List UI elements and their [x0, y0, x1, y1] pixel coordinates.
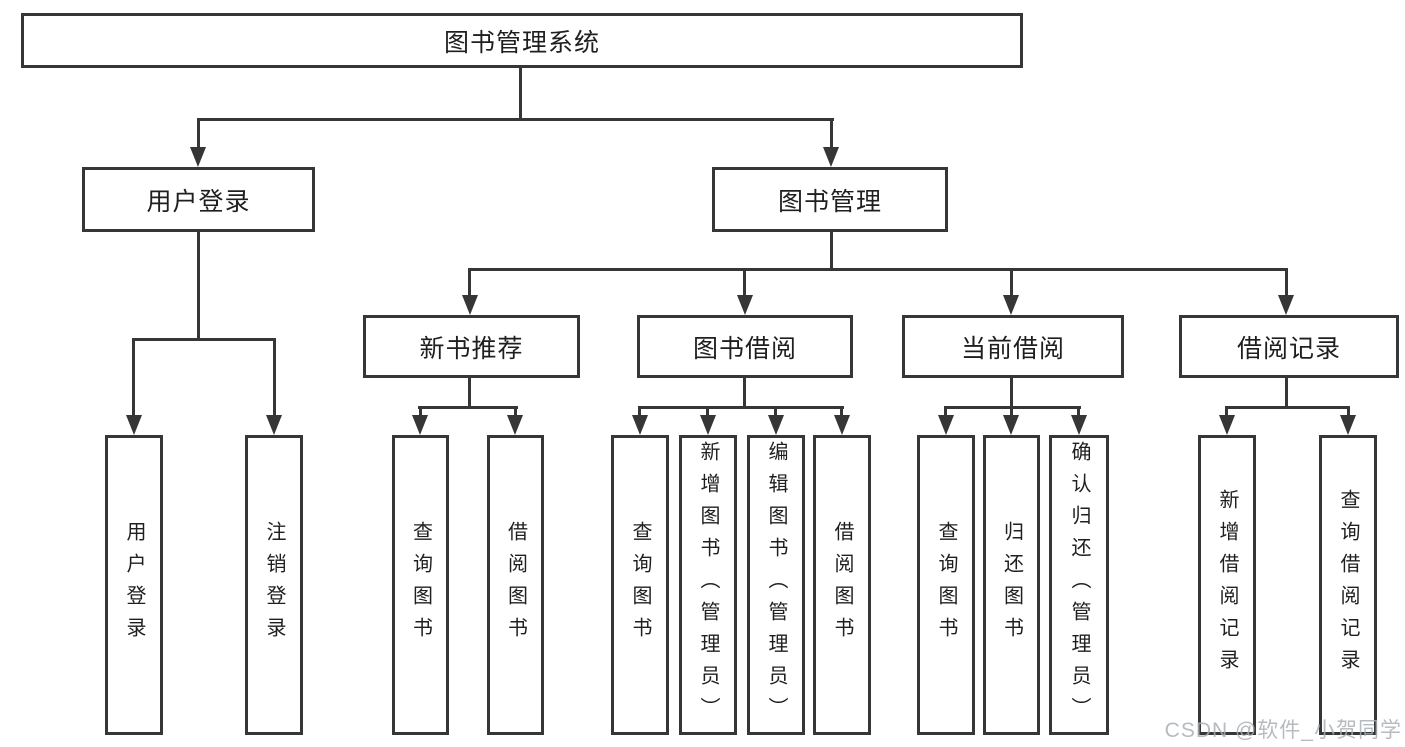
node-label: 图书管理系统 — [443, 28, 600, 57]
connector-line — [273, 338, 276, 416]
arrowhead-icon — [1003, 295, 1019, 315]
connector-line — [840, 406, 843, 417]
connector-line — [1010, 406, 1013, 417]
node-library-management-system: 图书管理系统 — [21, 13, 1023, 68]
leaf-add-borrow-record: 新增借阅记录 — [1198, 435, 1256, 735]
leaf-label: 查询借阅记录 — [1337, 489, 1359, 681]
leaf-label: 查询图书 — [629, 521, 651, 649]
connector-line — [1077, 406, 1080, 417]
node-label: 借阅记录 — [1236, 334, 1341, 363]
connector-line — [418, 406, 518, 409]
connector-line — [1010, 378, 1013, 409]
arrowhead-icon — [1071, 415, 1087, 435]
connector-line — [638, 406, 844, 409]
leaf-user-login: 用户登录 — [105, 435, 163, 735]
connector-line — [1225, 406, 1228, 417]
node-label: 当前借阅 — [960, 334, 1065, 363]
node-current-borrowing: 当前借阅 — [902, 315, 1124, 378]
connector-line — [1285, 268, 1288, 296]
leaf-label: 新增借阅记录 — [1216, 489, 1238, 681]
arrowhead-icon — [190, 147, 206, 167]
leaf-return-books: 归还图书 — [983, 435, 1040, 735]
arrowhead-icon — [632, 415, 648, 435]
node-label: 新书推荐 — [419, 334, 524, 363]
connector-line — [944, 406, 947, 417]
connector-line — [468, 378, 471, 409]
leaf-logout: 注销登录 — [245, 435, 303, 735]
connector-line — [830, 118, 833, 150]
arrowhead-icon — [462, 295, 478, 315]
arrowhead-icon — [823, 147, 839, 167]
connector-line — [1347, 406, 1350, 417]
arrowhead-icon — [1278, 295, 1294, 315]
leaf-label: 注销登录 — [263, 521, 285, 649]
node-user-login: 用户登录 — [82, 167, 315, 232]
leaf-label: 查询图书 — [409, 521, 432, 649]
leaf-edit-books-admin: 编辑图书（管理员） — [747, 435, 805, 735]
node-borrowing-records: 借阅记录 — [1179, 315, 1399, 378]
arrowhead-icon — [938, 415, 954, 435]
connector-line — [1010, 268, 1013, 296]
connector-line — [706, 406, 709, 417]
arrowhead-icon — [1340, 415, 1356, 435]
csdn-watermark: CSDN @软件_小贺同学 — [1164, 719, 1402, 742]
connector-line — [197, 232, 200, 338]
connector-line — [132, 338, 135, 416]
leaf-label: 查询图书 — [935, 521, 957, 649]
leaf-label: 归还图书 — [1000, 521, 1023, 649]
arrowhead-icon — [412, 415, 428, 435]
arrowhead-icon — [768, 415, 784, 435]
node-label: 用户登录 — [146, 187, 251, 216]
arrowhead-icon — [737, 295, 753, 315]
leaf-label: 新增图书（管理员） — [697, 441, 719, 729]
leaf-query-books-current: 查询图书 — [917, 435, 975, 735]
connector-line — [514, 406, 517, 417]
arrowhead-icon — [266, 415, 282, 435]
leaf-query-books-recommend: 查询图书 — [392, 435, 449, 735]
connector-line — [743, 378, 746, 409]
leaf-query-books-borrowing: 查询图书 — [611, 435, 669, 735]
leaf-label: 用户登录 — [123, 521, 145, 649]
connector-line — [774, 406, 777, 417]
leaf-label: 确认归还（管理员） — [1068, 441, 1090, 729]
arrowhead-icon — [1219, 415, 1235, 435]
connector-line — [743, 268, 746, 296]
connector-line — [1285, 378, 1288, 409]
arrowhead-icon — [507, 415, 523, 435]
connector-line — [197, 118, 200, 150]
leaf-borrow-books-recommend: 借阅图书 — [487, 435, 544, 735]
connector-line — [638, 406, 641, 417]
leaf-label: 借阅图书 — [504, 521, 527, 649]
node-book-borrowing: 图书借阅 — [637, 315, 853, 378]
arrowhead-icon — [1003, 415, 1019, 435]
connector-line — [197, 118, 834, 121]
connector-line — [132, 338, 276, 341]
connector-line — [468, 268, 1288, 271]
node-book-management: 图书管理 — [712, 167, 948, 232]
connector-line — [419, 406, 422, 417]
arrowhead-icon — [126, 415, 142, 435]
connector-line — [468, 268, 471, 296]
leaf-label: 编辑图书（管理员） — [765, 441, 787, 729]
node-label: 图书借阅 — [692, 334, 797, 363]
leaf-label: 借阅图书 — [831, 521, 853, 649]
leaf-query-borrow-record: 查询借阅记录 — [1319, 435, 1377, 735]
arrowhead-icon — [700, 415, 716, 435]
connector-line — [830, 232, 833, 270]
node-label: 图书管理 — [777, 187, 882, 216]
arrowhead-icon — [834, 415, 850, 435]
connector-line — [519, 68, 522, 121]
connector-line — [1225, 406, 1350, 409]
node-new-book-recommendation: 新书推荐 — [363, 315, 580, 378]
leaf-add-books-admin: 新增图书（管理员） — [679, 435, 737, 735]
leaf-borrow-books: 借阅图书 — [813, 435, 871, 735]
leaf-confirm-return-admin: 确认归还（管理员） — [1049, 435, 1109, 735]
